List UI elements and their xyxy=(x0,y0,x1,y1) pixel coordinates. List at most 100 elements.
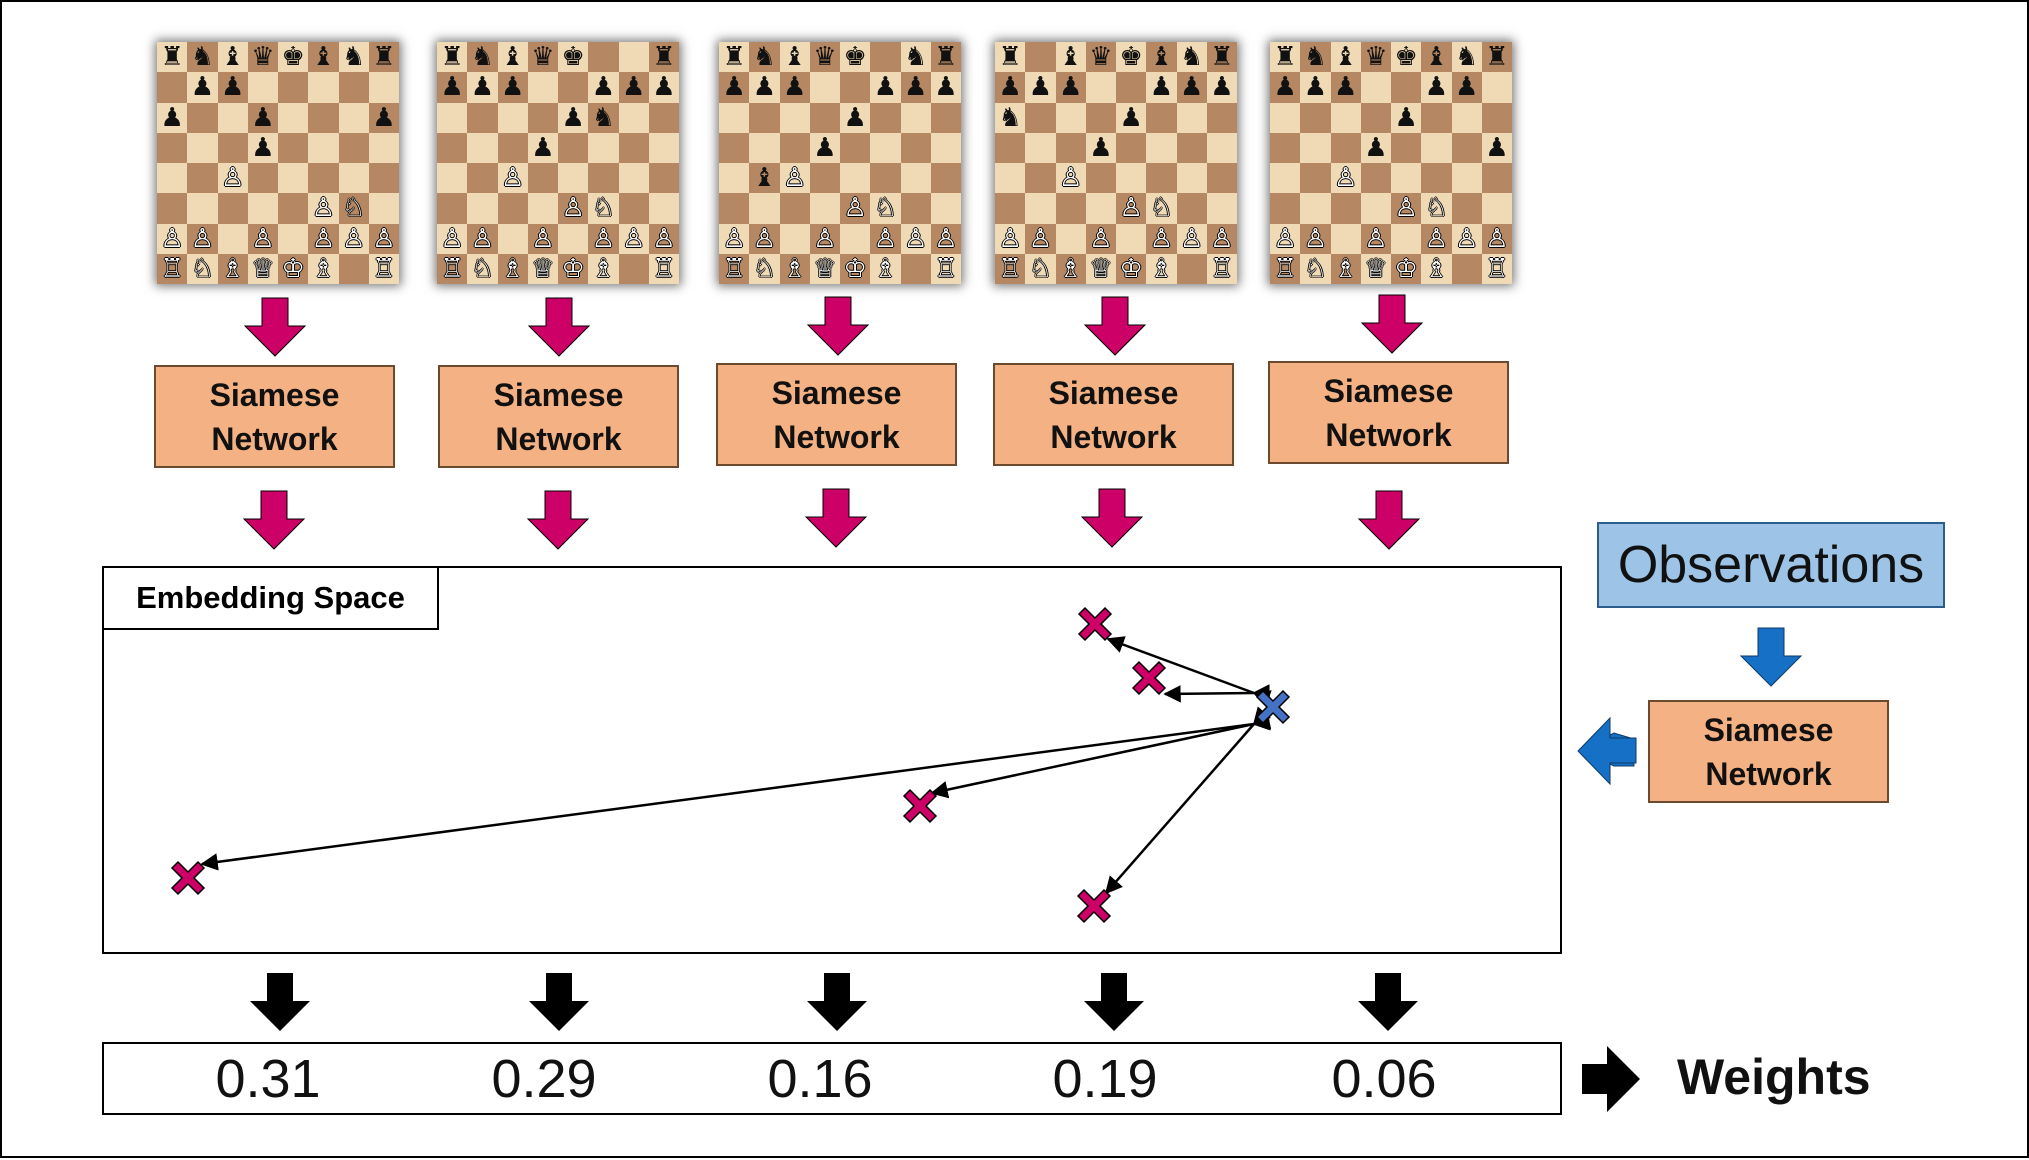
board-square xyxy=(368,163,399,194)
chess-piece-icon: ♙ xyxy=(722,223,746,254)
board-square: ♙ xyxy=(247,223,278,254)
board-square xyxy=(1270,163,1301,194)
down-arrow-icon xyxy=(1361,294,1423,354)
chess-piece-icon: ♗ xyxy=(1424,253,1449,284)
down-arrow-icon xyxy=(244,297,306,357)
chess-piece-icon: ♙ xyxy=(1119,193,1143,224)
board-square: ♘ xyxy=(749,253,780,284)
chess-piece-icon: ♙ xyxy=(1149,223,1174,254)
board-square: ♙ xyxy=(527,223,558,254)
board-square xyxy=(809,72,840,103)
chess-piece-icon: ♙ xyxy=(1089,223,1113,254)
board-square xyxy=(467,163,498,194)
board-square xyxy=(588,163,619,194)
board-square: ♟ xyxy=(247,102,278,133)
board-square xyxy=(779,102,810,133)
board-square: ♟ xyxy=(1300,72,1331,103)
board-square: ♘ xyxy=(1146,193,1177,224)
board-square: ♙ xyxy=(467,223,498,254)
board-square xyxy=(338,163,369,194)
chess-piece-icon: ♞ xyxy=(903,42,928,73)
board-square xyxy=(437,193,468,224)
chess-piece-icon: ♙ xyxy=(1273,223,1297,254)
chess-piece-icon: ♜ xyxy=(934,42,958,73)
chess-piece-icon: ♞ xyxy=(1303,42,1328,73)
board-square xyxy=(1391,163,1422,194)
weight-value-4: 0.19 xyxy=(1052,1049,1158,1109)
board-square: ♗ xyxy=(308,253,339,284)
down-arrow-icon xyxy=(805,488,867,548)
down-arrow-icon xyxy=(527,490,589,550)
board-square xyxy=(308,163,339,194)
board-square: ♙ xyxy=(1055,163,1086,194)
board-square: ♕ xyxy=(527,253,558,284)
board-square xyxy=(1146,102,1177,133)
chess-piece-icon: ♙ xyxy=(531,223,555,254)
board-square: ♞ xyxy=(187,42,218,73)
chess-piece-icon: ♗ xyxy=(1333,253,1358,284)
chess-piece-icon: ♟ xyxy=(1273,72,1297,103)
board-square xyxy=(1421,132,1452,163)
chess-board-4: ♜♝♛♚♝♞♜♟♟♟♟♟♟♞♟♟♙♙♘♙♙♙♙♙♙♖♘♗♕♔♗♖ xyxy=(995,42,1237,284)
board-square: ♙ xyxy=(1270,223,1301,254)
chess-piece-icon: ♙ xyxy=(500,163,525,194)
chess-piece-icon: ♚ xyxy=(281,42,305,73)
board-square xyxy=(995,163,1026,194)
board-square: ♟ xyxy=(527,132,558,163)
board-square: ♙ xyxy=(1116,193,1147,224)
board-square: ♗ xyxy=(588,253,619,284)
chess-piece-icon: ♛ xyxy=(813,42,837,73)
board-square xyxy=(217,223,248,254)
chess-piece-icon: ♜ xyxy=(160,42,184,73)
board-square: ♕ xyxy=(1085,253,1116,284)
chess-piece-icon: ♟ xyxy=(1089,132,1113,163)
board-square xyxy=(1451,253,1482,284)
weights-label: Weights xyxy=(1677,1049,1871,1105)
chess-piece-icon: ♞ xyxy=(752,42,777,73)
board-square: ♟ xyxy=(1451,72,1482,103)
chess-piece-icon: ♙ xyxy=(1179,223,1204,254)
board-square: ♟ xyxy=(1330,72,1361,103)
chess-piece-icon: ♗ xyxy=(591,253,616,284)
chess-piece-icon: ♚ xyxy=(843,42,867,73)
board-square: ♘ xyxy=(588,193,619,224)
down-arrow-icon xyxy=(528,297,590,357)
down-arrow-icon xyxy=(1740,627,1802,687)
chess-piece-icon: ♝ xyxy=(500,42,525,73)
chess-piece-icon: ♖ xyxy=(1485,253,1509,284)
board-square xyxy=(1025,193,1056,224)
board-square xyxy=(1451,193,1482,224)
board-square xyxy=(618,102,649,133)
board-square xyxy=(809,193,840,224)
board-square: ♝ xyxy=(1421,42,1452,73)
observation-marker xyxy=(1256,690,1290,724)
board-square: ♝ xyxy=(779,42,810,73)
board-square: ♜ xyxy=(368,42,399,73)
board-to-network-arrows xyxy=(244,294,1423,357)
board-square: ♟ xyxy=(1206,72,1237,103)
board-square xyxy=(278,102,309,133)
board-square xyxy=(217,132,248,163)
board-square xyxy=(1481,72,1512,103)
board-square: ♖ xyxy=(437,253,468,284)
chess-piece-icon: ♟ xyxy=(998,72,1022,103)
chess-piece-icon: ♟ xyxy=(621,72,646,103)
chess-piece-icon: ♖ xyxy=(934,253,958,284)
observations-box: Observations xyxy=(1597,522,1945,608)
board-square: ♖ xyxy=(930,253,961,284)
board-square: ♔ xyxy=(278,253,309,284)
board-square: ♙ xyxy=(157,223,188,254)
chess-piece-icon: ♚ xyxy=(1394,42,1418,73)
board-square: ♚ xyxy=(1391,42,1422,73)
board-square: ♘ xyxy=(1025,253,1056,284)
board-square xyxy=(1360,193,1391,224)
board-square xyxy=(930,163,961,194)
chess-piece-icon: ♟ xyxy=(813,132,837,163)
network-label-line1: Siamese xyxy=(493,376,624,413)
chess-piece-icon: ♝ xyxy=(1058,42,1083,73)
board-square xyxy=(930,102,961,133)
chess-piece-icon: ♘ xyxy=(190,253,215,284)
board-square: ♙ xyxy=(749,223,780,254)
board-square: ♜ xyxy=(930,42,961,73)
board-square: ♗ xyxy=(1055,253,1086,284)
